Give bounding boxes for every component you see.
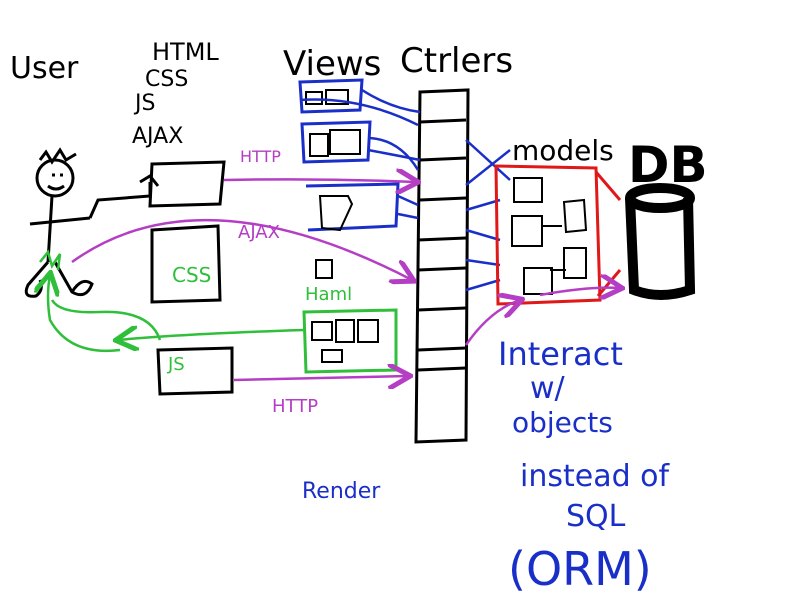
orm-note-line1: Interact [498, 335, 623, 373]
render-label: Render [302, 479, 381, 504]
green-arrows [40, 249, 305, 351]
http-bottom-label: HTTP [272, 396, 318, 417]
css-box [150, 224, 222, 304]
view-box-2 [300, 120, 372, 164]
controllers-column [414, 88, 470, 444]
view-box-4-haml: Haml [302, 259, 398, 374]
controllers-models-links [465, 139, 511, 292]
orm-note-line6: (ORM) [508, 542, 652, 596]
orm-note-line4: instead of [520, 459, 671, 494]
models-box [494, 164, 622, 306]
user-label: User [10, 51, 79, 86]
css-box-label: CSS [172, 263, 211, 287]
js-box [156, 346, 234, 396]
user-stick-figure [24, 147, 160, 298]
js-label: JS [133, 91, 155, 116]
purple-arrows [71, 179, 620, 380]
views-label: Views [283, 44, 381, 84]
ajax-label: AJAX [132, 124, 183, 149]
orm-note-line5: SQL [566, 499, 626, 534]
orm-note-line2: w/ [530, 371, 566, 406]
html-box [148, 160, 226, 208]
database-cylinder [625, 183, 696, 300]
views-controllers-links [299, 88, 421, 220]
models-label: models [512, 134, 614, 167]
js-box-label: JS [167, 354, 185, 375]
orm-note: Interact w/ objects instead of SQL (ORM) [498, 335, 671, 596]
haml-label: Haml [305, 284, 352, 305]
http-top-label: HTTP [240, 147, 281, 166]
view-box-1 [298, 78, 364, 114]
view-box-3 [305, 182, 400, 232]
html-label: HTML [152, 38, 219, 66]
ctrlers-label: Ctrlers [400, 41, 513, 81]
orm-note-line3: objects [512, 406, 613, 439]
ajax-arrow-label: AJAX [238, 222, 280, 243]
css-label: CSS [145, 67, 188, 92]
